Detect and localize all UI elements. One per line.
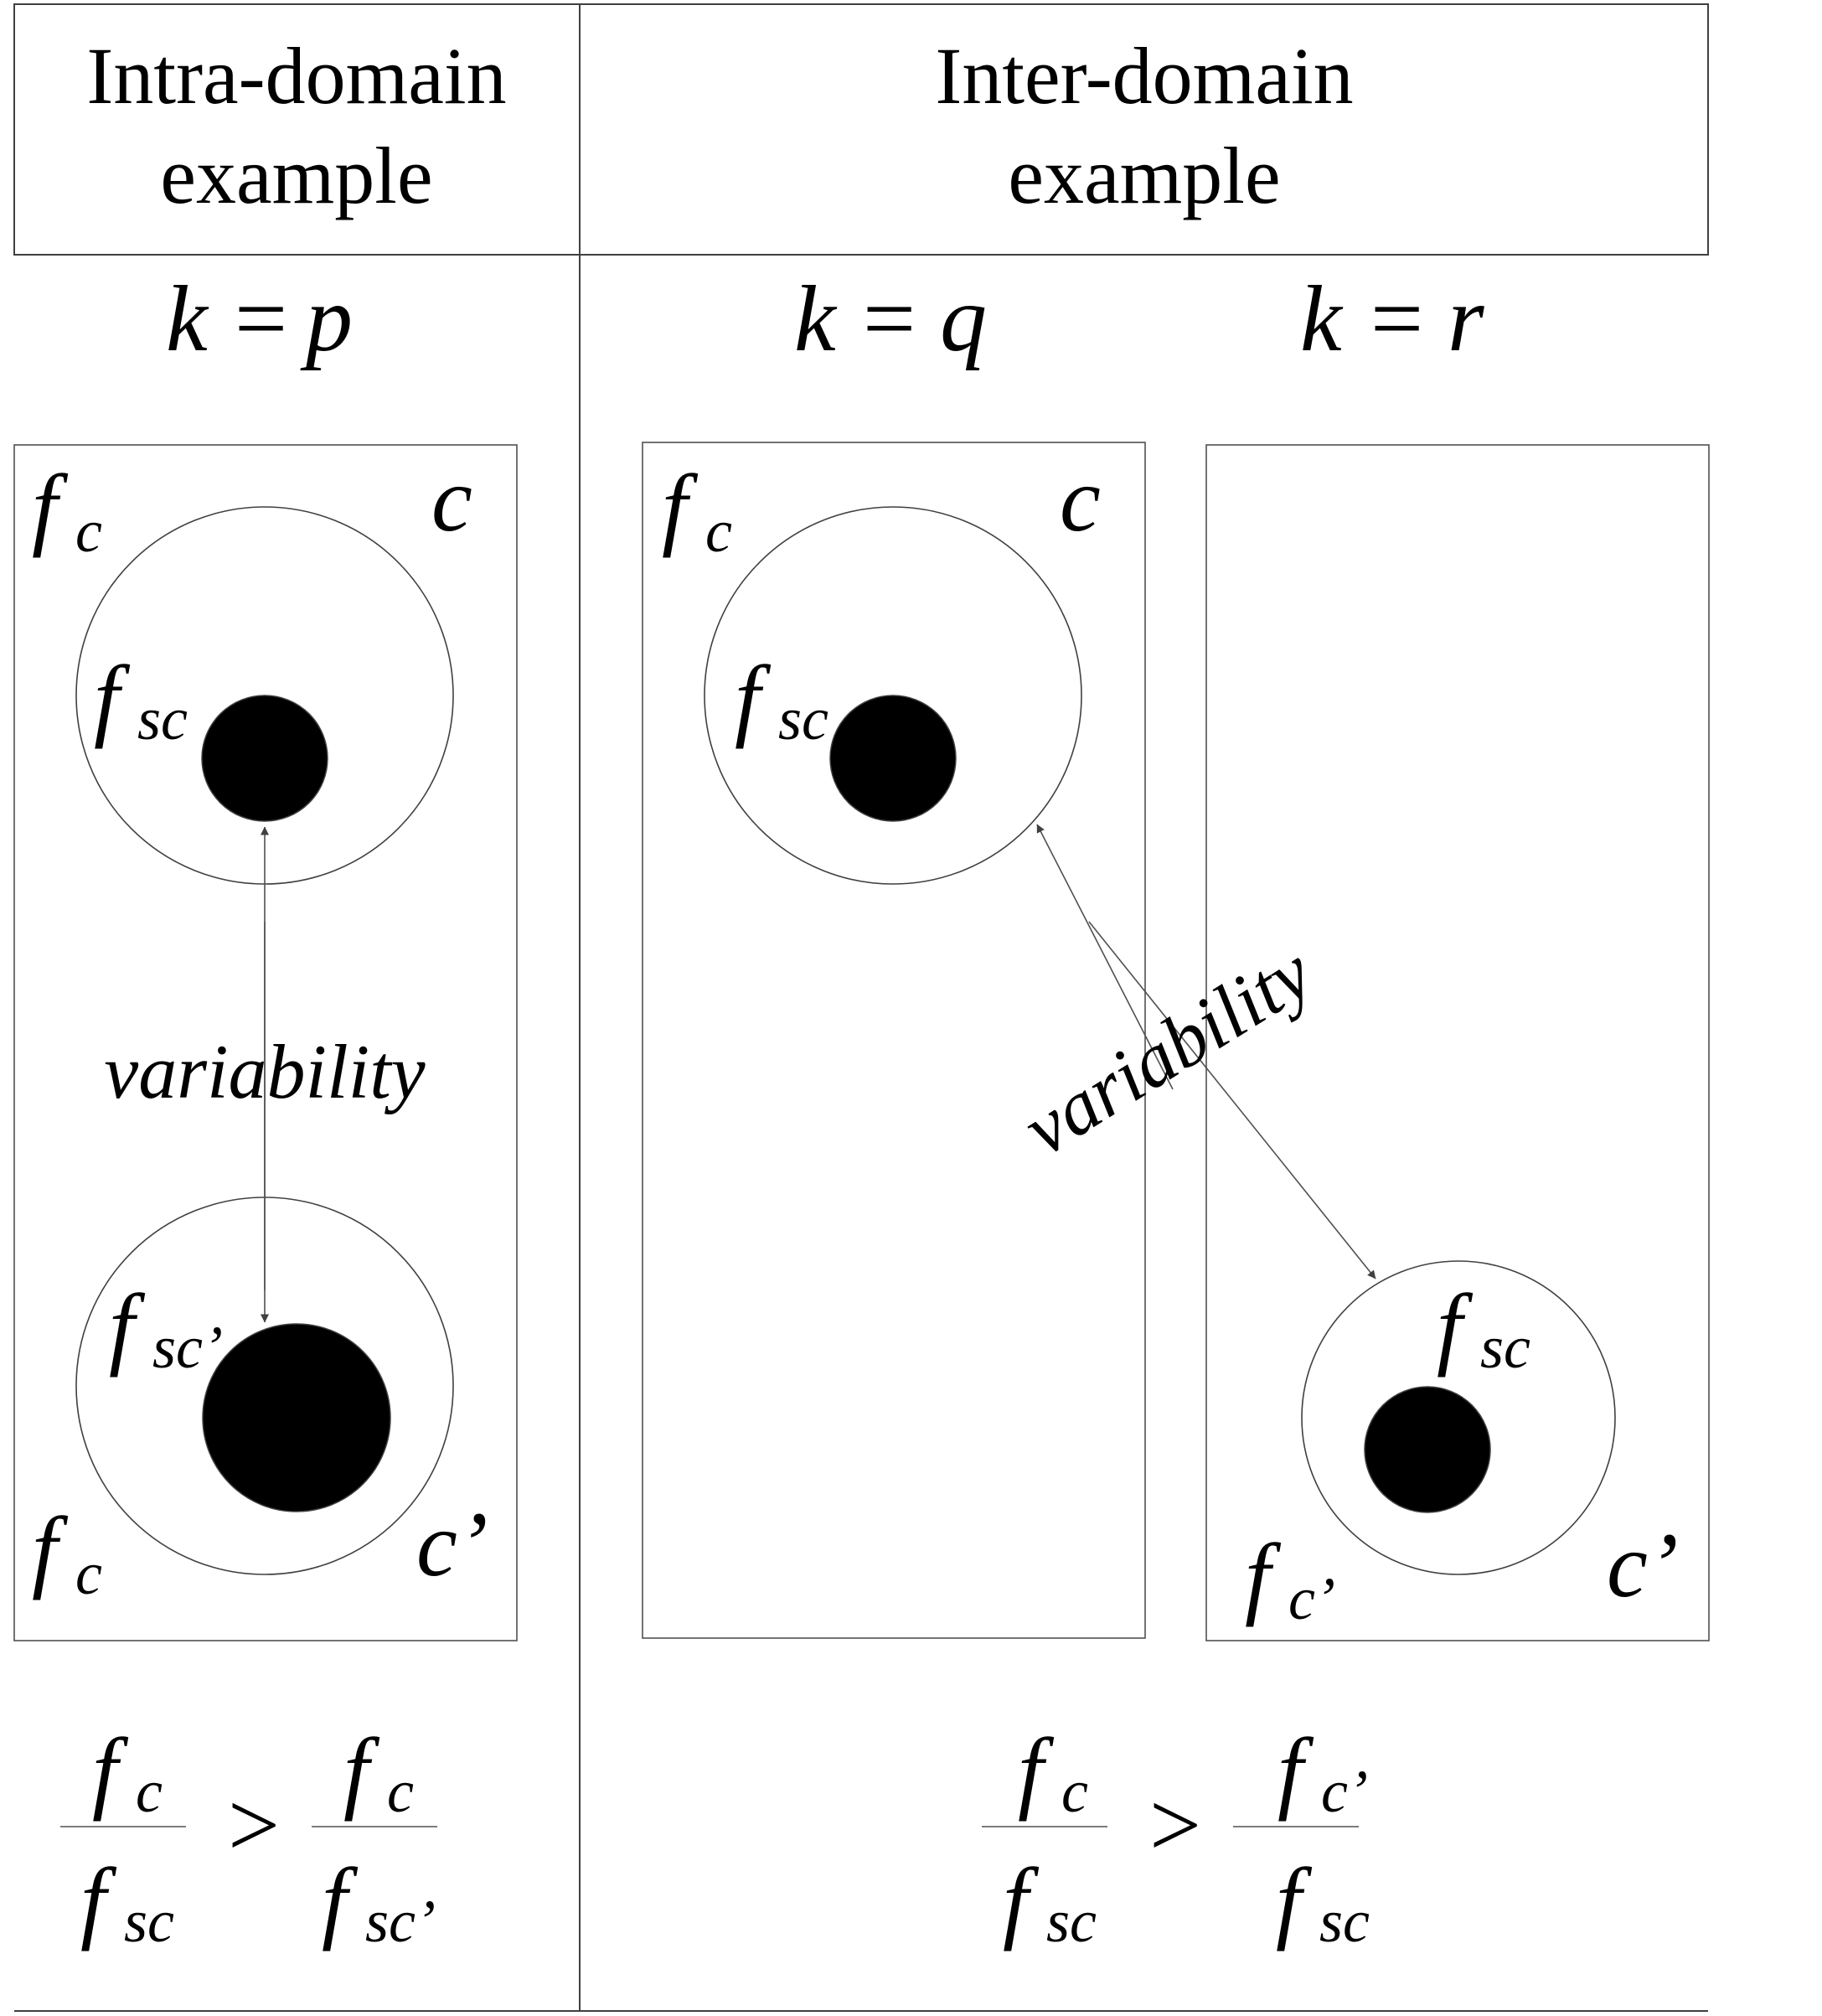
subscript: sc: [124, 1888, 174, 1955]
subscript: sc: [778, 685, 828, 752]
intra-title-line2: example: [160, 131, 432, 220]
subconcept-dot-large: [202, 1323, 391, 1512]
k-label-q: k = q: [794, 267, 987, 371]
subscript: c: [75, 498, 102, 565]
subscript: c: [705, 498, 732, 565]
subscript: sc’: [152, 1314, 223, 1381]
subscript: c: [1061, 1758, 1088, 1825]
k-value: q: [940, 267, 987, 371]
label-fc-bottom-left: f c: [32, 1498, 102, 1607]
panel-q: [642, 442, 1146, 1639]
equals-sign: =: [1370, 267, 1423, 371]
panel-r: [1205, 444, 1710, 1641]
label-c-q: c: [1060, 448, 1101, 551]
header-border: [13, 3, 1709, 256]
label-c-top: c: [431, 448, 472, 551]
variability-arrow-diagonal-up: [1036, 824, 1174, 1090]
subscript: c: [387, 1758, 414, 1825]
f-symbol: f: [343, 1719, 380, 1822]
f-symbol: f: [1277, 1719, 1314, 1822]
variability-label-left: variability: [104, 1029, 425, 1114]
formula-intra: f c f sc > f c f sc’: [60, 1719, 437, 1955]
greater-than: >: [228, 1774, 280, 1876]
subscript: c: [75, 1540, 102, 1607]
f-symbol: f: [662, 456, 699, 558]
f-symbol: f: [1018, 1719, 1055, 1822]
k-label-r: k = r: [1300, 267, 1484, 371]
subscript: c’: [1321, 1758, 1368, 1825]
f-symbol: f: [1276, 1849, 1313, 1951]
subscript: sc: [1319, 1888, 1370, 1955]
inter-title-line2: example: [1008, 131, 1280, 220]
label-fc-top-left: f c: [32, 456, 102, 565]
variability-label-right: variability: [1009, 929, 1326, 1172]
subconcept-dot: [829, 695, 957, 822]
k-label-p: k = p: [166, 267, 353, 371]
equals-sign: =: [235, 267, 287, 371]
equals-sign: =: [863, 267, 916, 371]
k-symbol: k: [794, 267, 838, 371]
subscript: sc: [137, 685, 188, 752]
k-value: p: [300, 267, 353, 371]
f-symbol: f: [32, 1498, 69, 1600]
f-symbol: f: [92, 1719, 129, 1822]
f-symbol: f: [32, 456, 69, 558]
label-c-prime-bottom: c’: [416, 1493, 488, 1595]
subscript: sc’: [365, 1888, 436, 1955]
panel-p: [13, 444, 518, 1641]
f-symbol: f: [1245, 1525, 1282, 1627]
subscript: c: [136, 1758, 163, 1825]
label-fc-q: f c: [662, 456, 732, 565]
subscript: sc: [1480, 1314, 1530, 1381]
k-value: r: [1448, 267, 1484, 371]
subscript: sc: [1046, 1888, 1097, 1955]
subconcept-dot: [201, 695, 328, 822]
label-c-prime-r: c’: [1607, 1514, 1678, 1616]
inter-title-line1: Inter-domain: [935, 31, 1353, 121]
f-symbol: f: [1003, 1849, 1040, 1951]
greater-than: >: [1149, 1774, 1201, 1876]
formula-inter: f c f sc > f c’ f sc: [982, 1719, 1370, 1955]
intra-title-line1: Intra-domain: [86, 31, 506, 121]
f-symbol: f: [80, 1849, 117, 1951]
k-symbol: k: [166, 267, 209, 371]
variability-arrow-diagonal-down: [1088, 921, 1376, 1279]
f-symbol: f: [322, 1849, 359, 1951]
k-symbol: k: [1300, 267, 1344, 371]
label-fc-prime-r: f c’: [1245, 1525, 1335, 1632]
subscript: c’: [1288, 1565, 1335, 1632]
subconcept-dot: [1364, 1386, 1491, 1513]
